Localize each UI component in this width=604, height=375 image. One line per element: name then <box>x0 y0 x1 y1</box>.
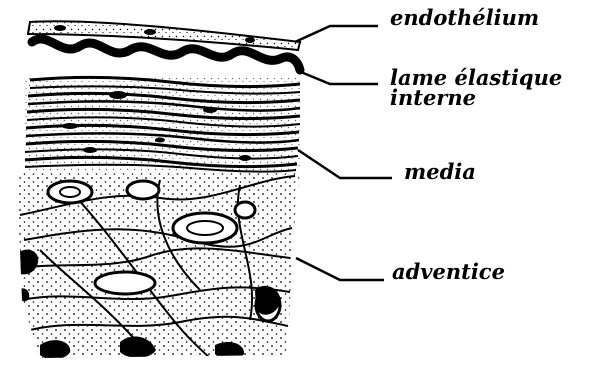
leader-adventice <box>296 258 384 280</box>
label-lame-elastique-interne: lame élastique interne <box>390 68 562 108</box>
leader-lame <box>296 70 378 84</box>
adventice-layer <box>14 172 304 362</box>
label-endothelium: endothélium <box>390 8 539 28</box>
label-adventice: adventice <box>392 262 505 282</box>
label-media: media <box>404 162 476 182</box>
leader-media <box>298 150 392 178</box>
media-layer <box>25 77 300 171</box>
leader-lines <box>295 26 392 280</box>
label-lame-line2: interne <box>390 88 562 108</box>
leader-endothelium <box>295 26 378 42</box>
